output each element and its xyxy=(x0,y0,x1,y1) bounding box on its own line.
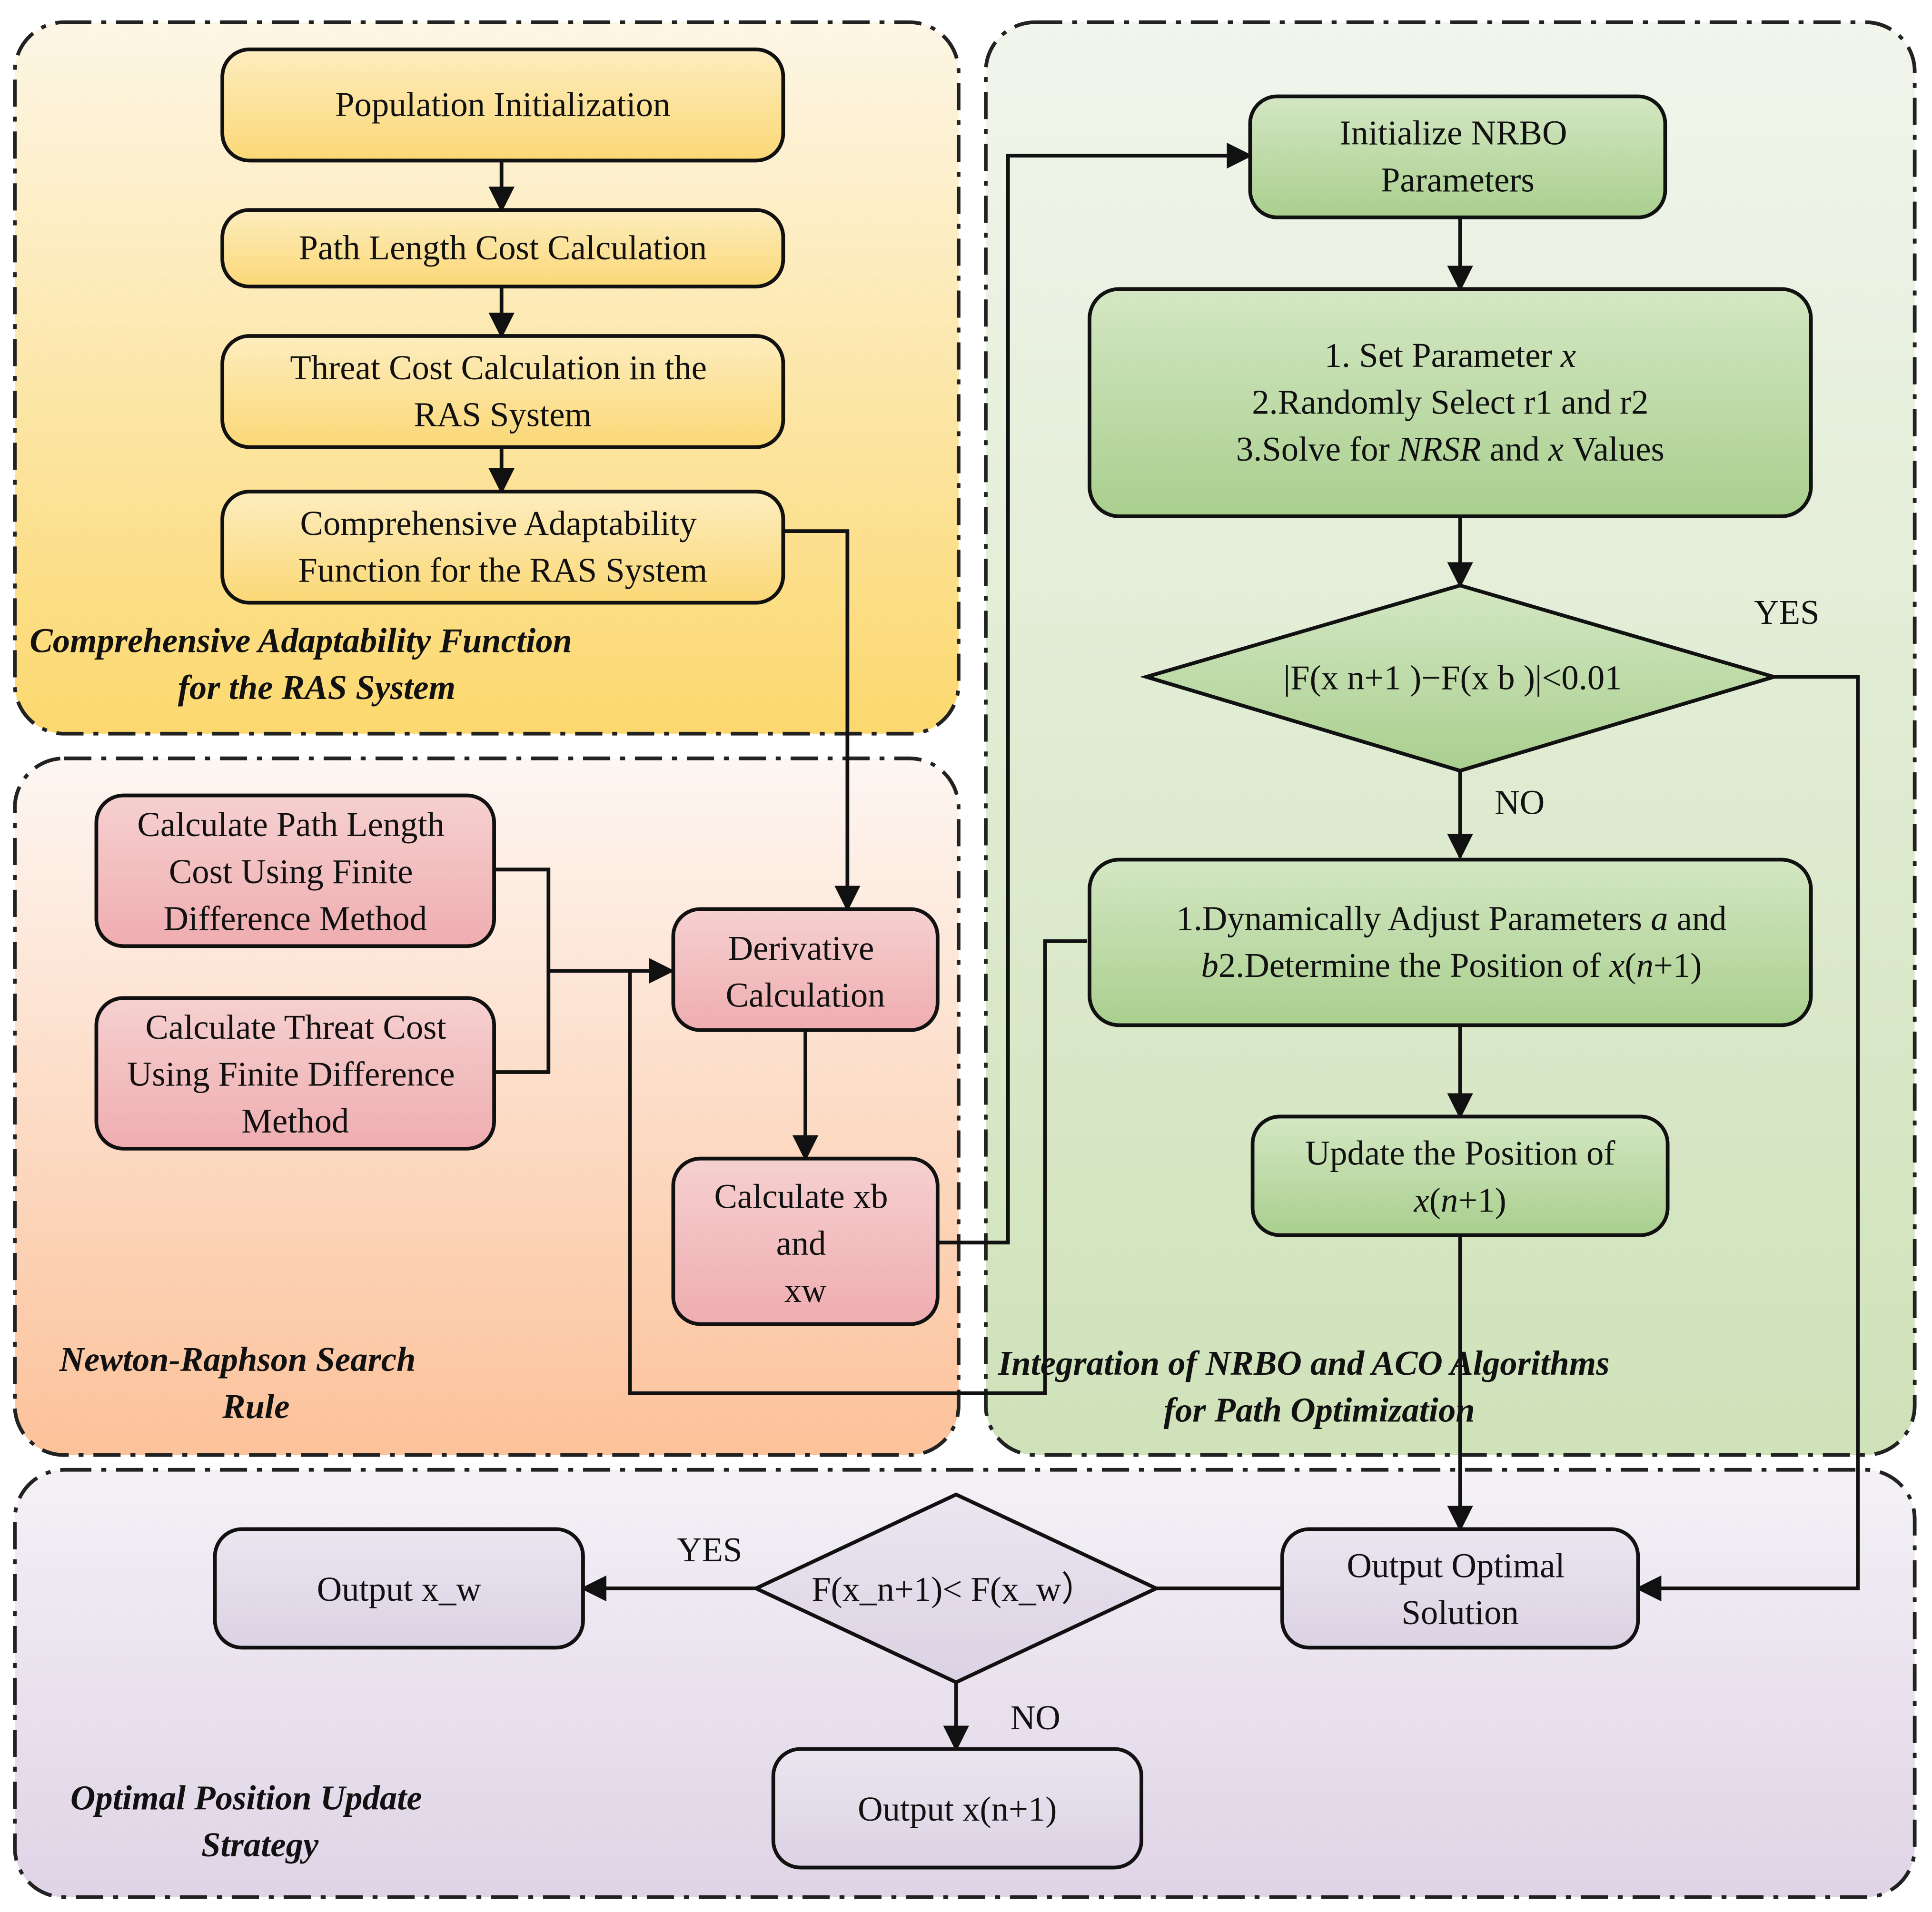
node-output-xn1: Output x(n+1) xyxy=(771,1747,1143,1870)
svg-text:F(x_n+1)< F(x_w）: F(x_n+1)< F(x_w） xyxy=(812,1570,1096,1608)
node-population-initialization: Population Initialization xyxy=(220,47,785,163)
node-set-parameters: 1. Set Parameter x 2.Randomly Select r1 … xyxy=(1088,287,1813,518)
edge-label-compare-yes: YES xyxy=(677,1530,742,1569)
svg-text:Derivative Calculation: Derivative Calculation xyxy=(726,929,885,1015)
svg-text:1.Dynamically Adjust Parameter: 1.Dynamically Adjust Parameters a and xyxy=(1176,899,1726,937)
region-label-optimal: Optimal Position Update Strategy xyxy=(70,1779,431,1864)
svg-text:Calculate Path Length Co: Calculate Path Length Cost Using Finite … xyxy=(137,805,453,937)
node-compare-check: F(x_n+1)< F(x_w） xyxy=(752,1492,1161,1685)
connectors xyxy=(488,142,1860,1752)
svg-text:Comprehensive Adaptability: Comprehensive Adaptability Function for … xyxy=(298,504,707,590)
node-convergence-check: |F(x n+1 )−F(x b )|<0.01 xyxy=(1139,583,1781,773)
svg-text:Calculate xb and x: Calculate xb and xw xyxy=(714,1177,896,1309)
edge-label-compare-no: NO xyxy=(1011,1698,1060,1737)
region-label-newton: Newton-Raphson Search Rule xyxy=(59,1340,425,1426)
edge-label-convergence-no: NO xyxy=(1495,783,1545,822)
svg-text:Path Length Cost Calculation: Path Length Cost Calculation xyxy=(298,228,707,267)
svg-text:2.Randomly Select r1 and r2: 2.Randomly Select r1 and r2 xyxy=(1252,383,1648,422)
node-calculate-xb-xw: Calculate xb and xw xyxy=(671,1156,940,1326)
svg-text:1. Set Parameter x: 1. Set Parameter x xyxy=(1325,336,1576,375)
svg-text:Output x(n+1): Output x(n+1) xyxy=(858,1790,1057,1828)
svg-text:|F(x n+1 )−F(x b )|<0.01: |F(x n+1 )−F(x b )|<0.01 xyxy=(1284,658,1622,697)
svg-text:3.Solve for NRSR and x Values: 3.Solve for NRSR and x Values xyxy=(1236,430,1664,468)
node-fd-path-length: Calculate Path Length Cost Using Finite … xyxy=(94,793,496,948)
svg-text:b2.Determine the Position of x: b2.Determine the Position of x(n+1) xyxy=(1201,946,1702,985)
node-initialize-nrbo: Initialize NRBO Parameters xyxy=(1248,94,1667,219)
svg-text:Initialize NRBO Paramete: Initialize NRBO Parameters xyxy=(1339,114,1575,199)
edge-label-convergence-yes: YES xyxy=(1754,593,1819,631)
node-path-length-cost: Path Length Cost Calculation xyxy=(220,208,785,289)
node-adjust-parameters: 1.Dynamically Adjust Parameters a and b2… xyxy=(1088,857,1813,1027)
node-output-optimal-solution: Output Optimal Solution xyxy=(1280,1527,1640,1650)
svg-text:Update the Position of: Update the Position of xyxy=(1305,1134,1616,1173)
svg-text:Output x_w: Output x_w xyxy=(317,1570,482,1608)
node-update-position: Update the Position of x(n+1) xyxy=(1250,1114,1670,1237)
svg-text:Threat Cost Calculation in the: Threat Cost Calculation in the RAS Syste… xyxy=(290,348,715,434)
svg-text:Output Optimal Solution: Output Optimal Solution xyxy=(1347,1547,1573,1632)
node-comprehensive-function: Comprehensive Adaptability Function for … xyxy=(220,490,785,605)
region-label-fitness: Comprehensive Adaptability Function for … xyxy=(30,621,581,707)
node-threat-cost: Threat Cost Calculation in the RAS Syste… xyxy=(220,334,785,449)
svg-text:Population Initialization: Population Initialization xyxy=(335,85,670,124)
node-output-xw: Output x_w xyxy=(213,1527,585,1650)
region-label-nrbo: Integration of NRBO and ACO Algorithms f… xyxy=(998,1344,1618,1429)
node-derivative-calculation: Derivative Calculation xyxy=(671,907,940,1032)
node-fd-threat-cost: Calculate Threat Cost Using Finite Diffe… xyxy=(94,996,496,1151)
svg-text:Calculate Threat Cost Us: Calculate Threat Cost Using Finite Diffe… xyxy=(127,1008,464,1140)
svg-text:x(n+1): x(n+1) xyxy=(1413,1181,1506,1219)
